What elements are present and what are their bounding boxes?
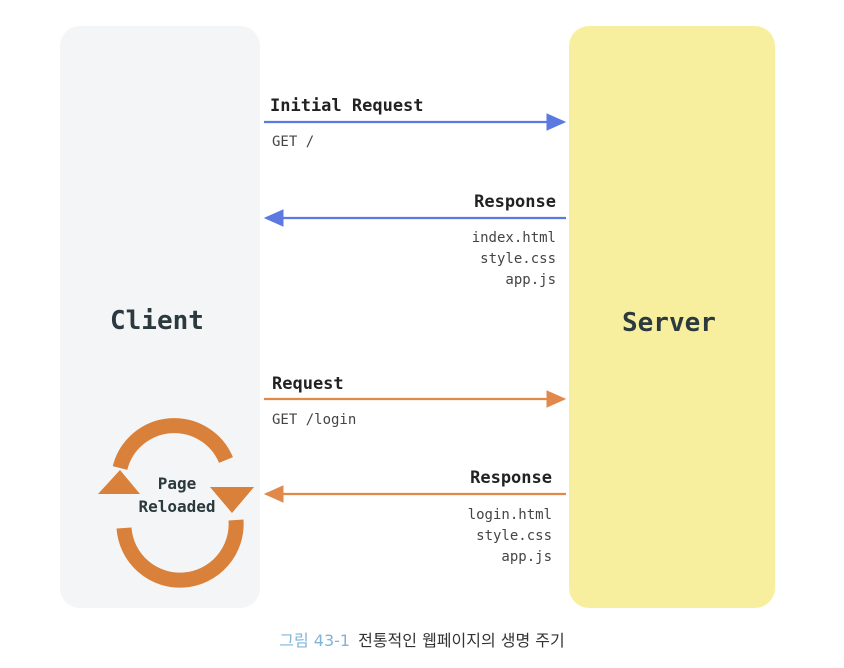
reload-arrowhead-right bbox=[210, 487, 254, 513]
server-box bbox=[569, 26, 775, 608]
initial-response-title: Response bbox=[474, 192, 556, 212]
login-request-title: Request bbox=[272, 374, 344, 394]
figure-number: 그림 43-1 bbox=[279, 631, 351, 650]
figure-caption: 그림 43-1 전통적인 웹페이지의 생명 주기 bbox=[0, 627, 844, 651]
initial-request-detail: GET / bbox=[272, 134, 315, 150]
initial-response-detail: index.html style.css app.js bbox=[471, 230, 556, 288]
page-reloaded-label: Page Reloaded bbox=[127, 472, 227, 518]
server-label: Server bbox=[622, 308, 716, 338]
reload-cycle-icon bbox=[112, 418, 244, 588]
client-box bbox=[60, 26, 260, 608]
login-request-detail: GET /login bbox=[272, 412, 357, 428]
login-response-detail: login.html style.css app.js bbox=[467, 507, 552, 565]
figure-caption-text: 전통적인 웹페이지의 생명 주기 bbox=[358, 631, 565, 650]
reload-arrowhead-left bbox=[98, 470, 140, 494]
client-label: Client bbox=[110, 306, 204, 336]
reload-line-2: Reloaded bbox=[138, 497, 216, 516]
reload-line-1: Page bbox=[157, 474, 197, 493]
initial-request-title: Initial Request bbox=[270, 96, 424, 116]
login-response-title: Response bbox=[470, 468, 552, 488]
